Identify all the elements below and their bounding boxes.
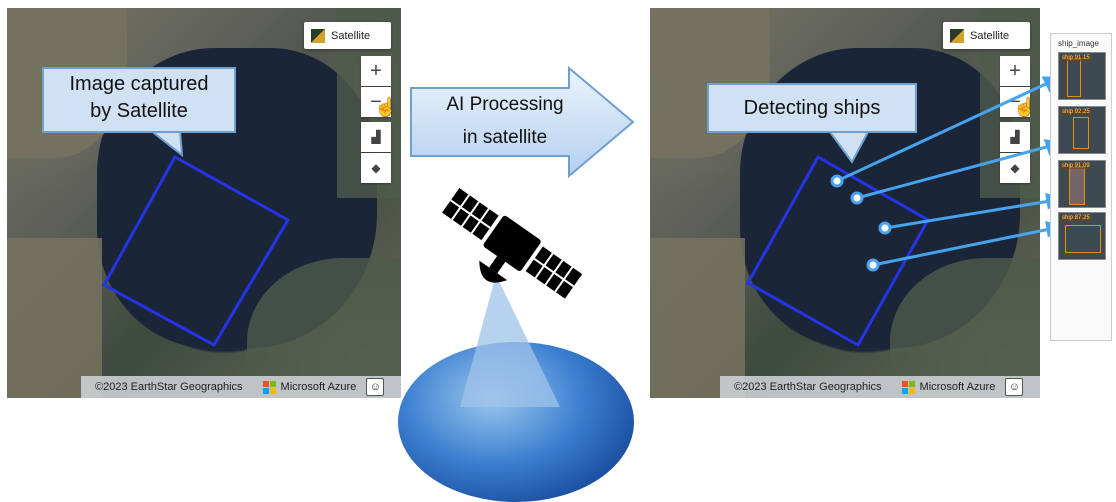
ai-processing-arrow bbox=[410, 66, 635, 178]
zoom-in-button[interactable]: + bbox=[1000, 56, 1030, 86]
callout-pointer-left bbox=[147, 129, 184, 158]
zoom-out-icon: − bbox=[1009, 90, 1021, 113]
map-attribution-bar: ©2023 EarthStar Geographics Microsoft Az… bbox=[81, 376, 401, 398]
pitch-button[interactable]: ▟ bbox=[361, 122, 391, 152]
ship-thumbnail[interactable]: ship 91.09 bbox=[1058, 160, 1106, 208]
ship-thumbnail[interactable]: ship 87.25 bbox=[1058, 212, 1106, 260]
ship-thumbnail-label: ship 92.25 bbox=[1061, 109, 1091, 115]
annotation-overlay bbox=[101, 76, 1064, 348]
feedback-smiley-icon[interactable]: ☺ bbox=[366, 378, 385, 396]
satellite-beam bbox=[460, 275, 560, 407]
compass-icon: ◆ bbox=[1010, 161, 1020, 175]
provider-text: Microsoft Azure bbox=[280, 381, 357, 393]
land-area bbox=[650, 238, 745, 398]
compass-button[interactable]: ◆ bbox=[361, 153, 391, 183]
hand-cursor-icon: ☝ bbox=[374, 97, 397, 117]
pitch-icon: ▟ bbox=[371, 130, 381, 144]
arrow-line-2: in satellite bbox=[462, 127, 548, 148]
detection-arrow bbox=[856, 144, 1051, 200]
feedback-smiley-icon[interactable]: ☺ bbox=[1005, 378, 1024, 396]
detection-box-right bbox=[745, 154, 931, 348]
map-type-swatch-icon bbox=[950, 28, 964, 43]
detection-arrow bbox=[836, 80, 1051, 183]
microsoft-logo-icon bbox=[262, 380, 276, 394]
map-type-button[interactable]: Satellite bbox=[304, 22, 391, 49]
copyright-text: ©2023 EarthStar Geographics bbox=[95, 381, 243, 393]
map-attribution-bar: ©2023 EarthStar Geographics Microsoft Az… bbox=[720, 376, 1040, 398]
ai-processing-label: AI Processing in satellite bbox=[416, 88, 594, 154]
detection-arrow bbox=[872, 227, 1051, 267]
ship-panel-header: ship_image bbox=[1058, 39, 1099, 48]
detection-arrow bbox=[884, 199, 1051, 230]
ship-thumbnail[interactable]: ship 92.25 bbox=[1058, 106, 1106, 154]
microsoft-logo-icon bbox=[901, 380, 915, 394]
map-type-label: Satellite bbox=[331, 29, 371, 42]
callout-image-captured: Image captured by Satellite bbox=[42, 67, 236, 133]
zoom-in-icon: + bbox=[1009, 59, 1021, 82]
detection-box-left bbox=[101, 154, 291, 348]
callout-line-1: Image captured bbox=[69, 73, 209, 95]
satellite-icon bbox=[442, 188, 583, 299]
map-type-label: Satellite bbox=[970, 29, 1010, 42]
land-area bbox=[7, 238, 102, 398]
callout-pointer-right bbox=[828, 131, 870, 164]
pitch-icon: ▟ bbox=[1010, 130, 1020, 144]
ship-thumbnail-label: ship 87.25 bbox=[1061, 215, 1091, 221]
map-type-swatch-icon bbox=[311, 28, 325, 43]
zoom-out-button[interactable]: − bbox=[361, 87, 391, 117]
hand-cursor-icon: ☝ bbox=[1013, 97, 1036, 117]
callout-text: Detecting ships bbox=[743, 97, 881, 119]
zoom-in-button[interactable]: + bbox=[361, 56, 391, 86]
callout-line-2: by Satellite bbox=[90, 100, 188, 122]
ship-thumbnail[interactable]: ship 91.15 bbox=[1058, 52, 1106, 100]
ship-thumbnail-label: ship 91.09 bbox=[1061, 163, 1091, 169]
copyright-text: ©2023 EarthStar Geographics bbox=[734, 381, 882, 393]
arrow-line-1: AI Processing bbox=[446, 94, 564, 115]
ship-thumbnail-label: ship 91.15 bbox=[1061, 55, 1091, 61]
zoom-in-icon: + bbox=[370, 59, 382, 82]
pitch-button[interactable]: ▟ bbox=[1000, 122, 1030, 152]
provider-text: Microsoft Azure bbox=[919, 381, 996, 393]
compass-icon: ◆ bbox=[371, 161, 381, 175]
callout-detecting-ships: Detecting ships bbox=[707, 83, 917, 133]
zoom-out-icon: − bbox=[370, 90, 382, 113]
map-type-button[interactable]: Satellite bbox=[943, 22, 1030, 49]
